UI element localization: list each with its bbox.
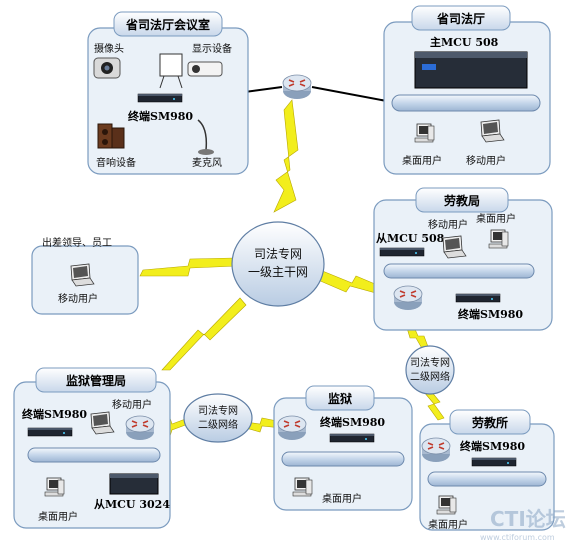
label-display: 显示设备	[192, 42, 232, 55]
label-secondary-b-1: 司法专网	[410, 356, 450, 369]
label-travel-group: 出差领导、员工	[42, 236, 112, 249]
label-mobile-labor: 移动用户	[428, 218, 468, 231]
group-title-prison: 监狱	[328, 391, 352, 406]
label-desktop-camp: 桌面用户	[428, 518, 468, 531]
label-mobile-admin: 移动用户	[112, 398, 152, 411]
watermark-url: www.ctiforum.com	[480, 533, 555, 542]
router-icon-labor	[393, 285, 423, 311]
label-desktop-admin: 桌面用户	[38, 510, 78, 523]
group-title-prison-admin: 监狱管理局	[66, 373, 126, 388]
router-icon-camp	[421, 437, 451, 463]
desktop-icon-camp	[436, 495, 457, 515]
bus-labor-bureau	[383, 263, 535, 279]
cloud-secondary-a: 司法专网 二级网络	[183, 393, 253, 443]
group-court-hall: 省司法厅 主MCU 508 桌面用户 移动用户	[383, 5, 551, 175]
label-secondary-b-2: 二级网络	[410, 370, 450, 383]
mcu-icon-slave-3024	[109, 473, 159, 495]
label-mobile-hall: 移动用户	[466, 154, 506, 167]
terminal-icon-admin	[27, 427, 73, 437]
display-icon	[159, 53, 223, 89]
label-secondary-a-2: 二级网络	[198, 418, 238, 431]
label-mobile-travel: 移动用户	[58, 292, 98, 305]
microphone-icon	[197, 119, 214, 155]
bus-labor-camp	[427, 471, 547, 487]
desktop-icon-hall	[414, 123, 435, 143]
mcu-icon-main	[414, 51, 528, 89]
label-desktop-labor: 桌面用户	[476, 212, 516, 225]
group-title-court-meeting: 省司法厅会议室	[125, 17, 210, 32]
label-terminal-camp: 终端SM980	[460, 439, 525, 453]
desktop-icon-prison	[292, 477, 313, 497]
bus-prison	[281, 451, 405, 467]
link-backbone-router-top	[273, 99, 299, 213]
label-terminal-admin: 终端SM980	[22, 407, 87, 421]
link-secB-camp	[423, 389, 445, 421]
group-prison: 监狱 终端SM980 桌面用户	[273, 385, 413, 511]
terminal-icon-prison	[329, 433, 375, 443]
label-slave-mcu-3024: 从MCU 3024	[94, 498, 170, 511]
watermark-logo-text: CTI论坛	[490, 507, 566, 531]
label-terminal-meeting: 终端SM980	[128, 109, 193, 123]
router-icon-prison	[277, 415, 307, 441]
bus-prison-admin	[27, 447, 161, 463]
cloud-secondary-b: 司法专网 二级网络	[405, 345, 455, 395]
group-labor-camp: 劳教所 终端SM980 桌面用户	[419, 409, 555, 531]
label-audio: 音响设备	[96, 156, 136, 169]
camera-icon	[93, 57, 121, 79]
terminal-icon-labor	[455, 293, 501, 303]
link-router-hall	[311, 86, 393, 103]
link-backbone-admin	[161, 297, 247, 371]
group-prison-admin: 监狱管理局 终端SM980 移动用户 桌面用户 从MCU 3024	[13, 367, 171, 529]
label-terminal-prison: 终端SM980	[320, 415, 385, 429]
cloud-backbone: 司法专网 一级主干网	[231, 221, 325, 307]
group-title-labor-camp: 劳教所	[472, 415, 508, 430]
router-icon-top	[282, 74, 312, 100]
link-backbone-travel	[139, 257, 238, 277]
desktop-icon-admin	[44, 477, 65, 497]
desktop-icon-labor	[488, 229, 509, 249]
speaker-icon	[97, 123, 125, 149]
terminal-icon-camp	[471, 457, 517, 467]
router-icon-admin	[125, 415, 155, 441]
watermark-logo: CTI论坛 www.ctiforum.com	[480, 507, 566, 542]
label-camera: 摄像头	[94, 42, 124, 55]
label-main-mcu: 主MCU 508	[430, 35, 499, 49]
label-mic: 麦克风	[192, 157, 222, 169]
mcu-icon-slave-508	[379, 247, 425, 257]
label-backbone-1: 司法专网	[254, 246, 302, 261]
group-court-meeting-room: 省司法厅会议室 摄像头 显示设备 终端SM980 音响设备	[87, 11, 249, 175]
group-title-court-hall: 省司法厅	[436, 11, 485, 26]
group-title-labor-bureau: 劳教局	[444, 193, 480, 208]
label-secondary-a-1: 司法专网	[198, 404, 238, 417]
terminal-meeting-icon	[137, 93, 183, 103]
bus-court-hall	[391, 94, 541, 112]
group-labor-bureau: 劳教局 移动用户 桌面用户 从MCU 508 终端SM980	[373, 187, 553, 331]
label-desktop-prison: 桌面用户	[322, 492, 362, 505]
label-slave-mcu-508: 从MCU 508	[376, 232, 445, 245]
group-travel-staff: 出差领导、员工 移动用户	[31, 236, 139, 315]
label-desktop-hall: 桌面用户	[402, 154, 442, 167]
label-terminal-labor: 终端SM980	[458, 307, 523, 321]
label-backbone-2: 一级主干网	[248, 265, 308, 279]
